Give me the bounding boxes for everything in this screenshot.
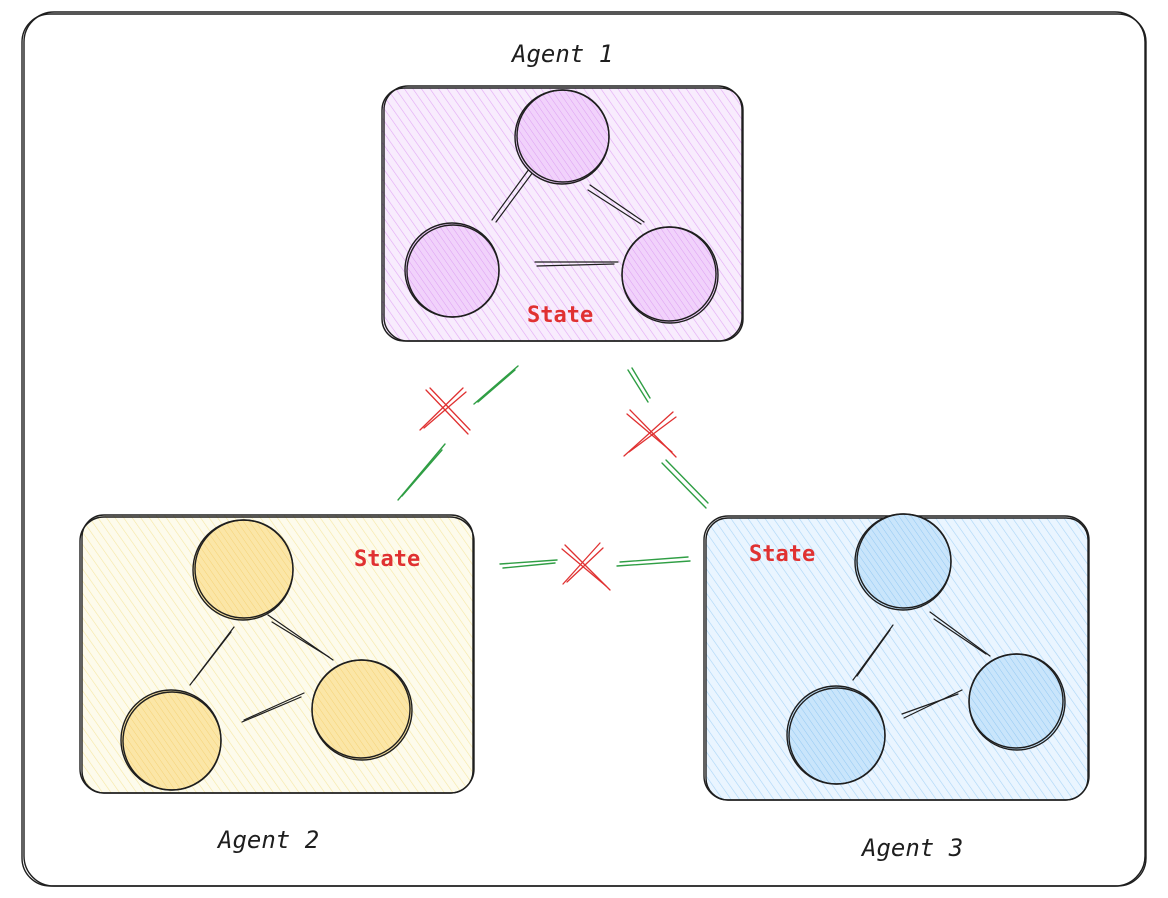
agent-2-node-right — [311, 659, 413, 761]
outer-frame — [21, 11, 1147, 887]
agent-2-node-left — [120, 689, 222, 791]
agent-3-node-top — [854, 513, 952, 611]
blocked-x-icon — [623, 409, 677, 458]
agent-2-label: Agent 2 — [216, 826, 319, 854]
blocked-x-icon — [419, 387, 471, 435]
agent-1-label: Agent 1 — [510, 40, 613, 68]
agent-3-node-right — [968, 653, 1066, 751]
agent-1-state-label: State — [527, 303, 593, 328]
agent-1-node-left — [404, 222, 500, 318]
agent-1-node-top — [514, 89, 610, 185]
agent-2-node-top — [192, 519, 294, 621]
agent-3-node-left — [786, 685, 886, 785]
agent-2-group: State Agent 2 — [79, 514, 475, 854]
agent-3-state-label: State — [749, 542, 815, 567]
agent-3-label: Agent 3 — [860, 834, 963, 862]
blocked-x-icon — [561, 542, 611, 591]
agent-1-node-right — [621, 226, 719, 324]
connection-agent1-agent2 — [397, 365, 519, 501]
connection-agent2-agent3 — [499, 542, 691, 591]
agent-2-edges — [189, 614, 334, 723]
agent-3-group: State Agent 3 — [703, 513, 1090, 862]
agent-2-state-label: State — [354, 547, 420, 572]
connection-agent1-agent3 — [623, 367, 709, 509]
agent-1-group: Agent 1 — [381, 40, 744, 342]
agent-3-edges — [852, 611, 991, 719]
agent-1-edges — [491, 164, 645, 267]
